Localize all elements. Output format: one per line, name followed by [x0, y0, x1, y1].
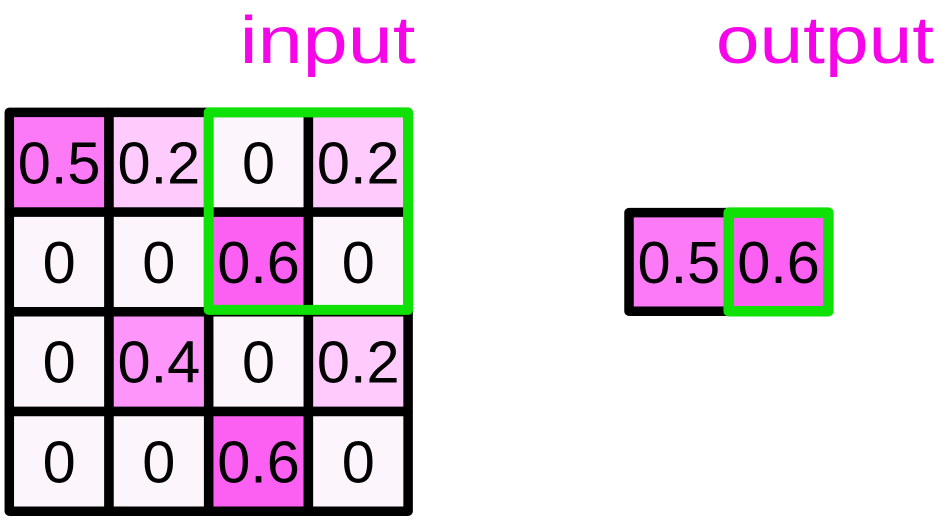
svg-text:0: 0	[242, 129, 275, 196]
svg-text:0.6: 0.6	[737, 229, 820, 296]
svg-text:0.2: 0.2	[317, 129, 400, 196]
svg-text:0.5: 0.5	[637, 229, 720, 296]
svg-text:0: 0	[342, 229, 375, 296]
svg-text:0.5: 0.5	[18, 129, 101, 196]
svg-text:0.2: 0.2	[117, 129, 200, 196]
svg-text:0: 0	[43, 329, 76, 396]
svg-text:input: input	[240, 2, 416, 77]
svg-text:0: 0	[342, 428, 375, 495]
svg-text:0: 0	[43, 428, 76, 495]
svg-text:0.6: 0.6	[217, 229, 300, 296]
svg-text:0.4: 0.4	[117, 329, 200, 396]
svg-text:0: 0	[242, 329, 275, 396]
svg-text:0.6: 0.6	[217, 428, 300, 495]
svg-text:0: 0	[43, 229, 76, 296]
svg-text:0: 0	[142, 428, 175, 495]
svg-text:0: 0	[142, 229, 175, 296]
svg-text:output: output	[716, 4, 934, 78]
svg-text:0.2: 0.2	[317, 329, 400, 396]
